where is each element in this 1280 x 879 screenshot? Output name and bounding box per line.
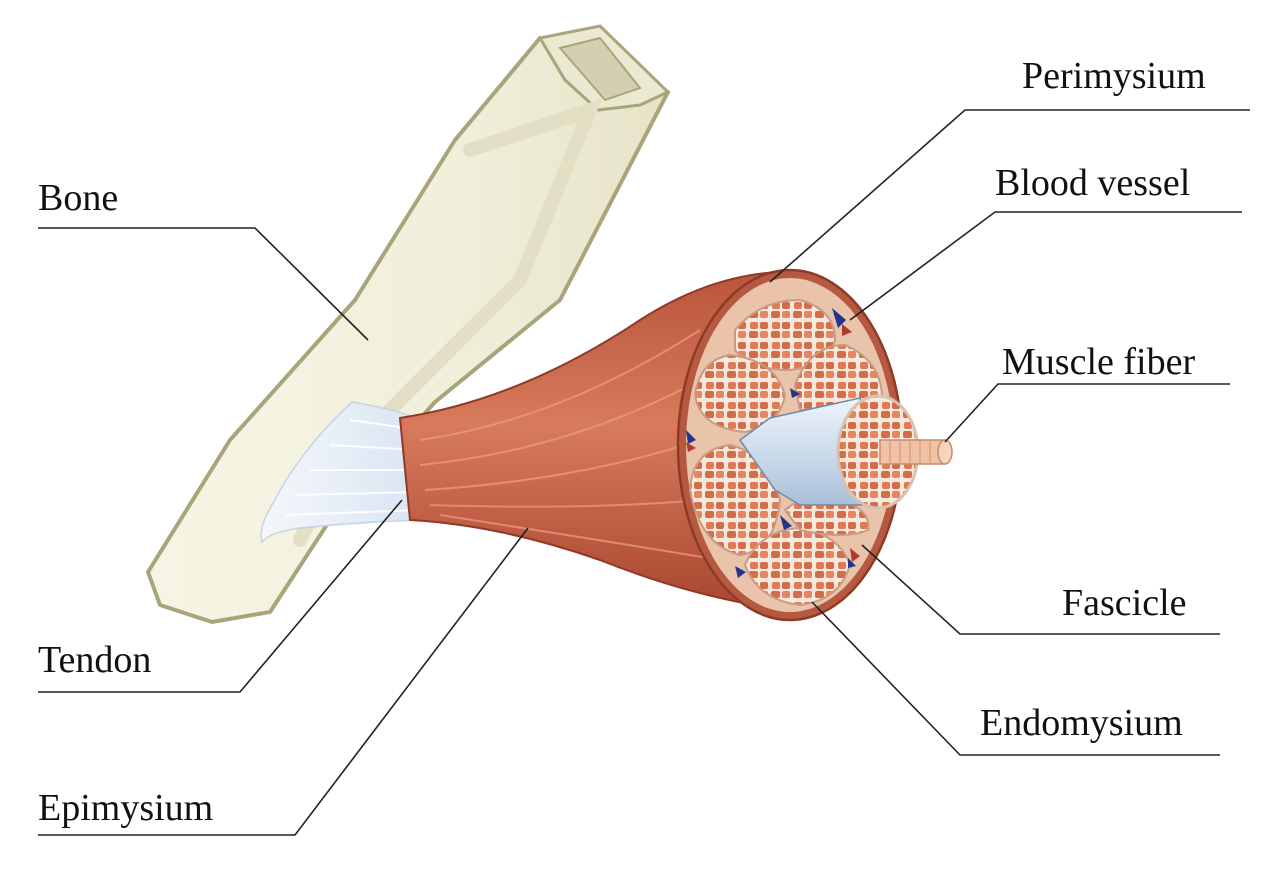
perimysium-leader (769, 109, 1250, 283)
artery-mark (842, 324, 852, 336)
fascicle-bundle (738, 394, 920, 510)
muscle-fiber-label: Muscle fiber (1002, 341, 1195, 383)
tendon-label: Tendon (38, 639, 151, 681)
perimysium-label: Perimysium (1022, 55, 1206, 97)
vein-mark (848, 558, 856, 568)
bone-label: Bone (38, 177, 118, 219)
vein-mark (686, 430, 696, 444)
vein-mark (790, 388, 800, 398)
fascicle-leader (861, 544, 1220, 635)
vein-mark (780, 515, 792, 530)
artery-mark (686, 442, 696, 452)
blood-vessel-leader (849, 211, 1242, 321)
bone-leader (38, 227, 369, 341)
bone-illustration (146, 24, 671, 624)
fascicle-lower-left (688, 443, 782, 557)
vein-mark (735, 566, 746, 578)
vein-mark (832, 308, 846, 328)
fascicle-upper-left (693, 353, 787, 434)
muscle-fiber-strand (879, 439, 953, 465)
endomysium-leader (811, 601, 1220, 756)
blood-vessel-label: Blood vessel (995, 162, 1190, 204)
tendon-leader (38, 499, 403, 693)
artery-mark (850, 548, 860, 562)
leader-lines (38, 109, 1250, 836)
epimysium-label: Epimysium (38, 787, 213, 829)
fascicle-label: Fascicle (1062, 582, 1187, 624)
endomysium-label: Endomysium (980, 702, 1183, 744)
epimysium-leader (38, 527, 529, 836)
muscle-fiber-leader (944, 383, 1230, 443)
